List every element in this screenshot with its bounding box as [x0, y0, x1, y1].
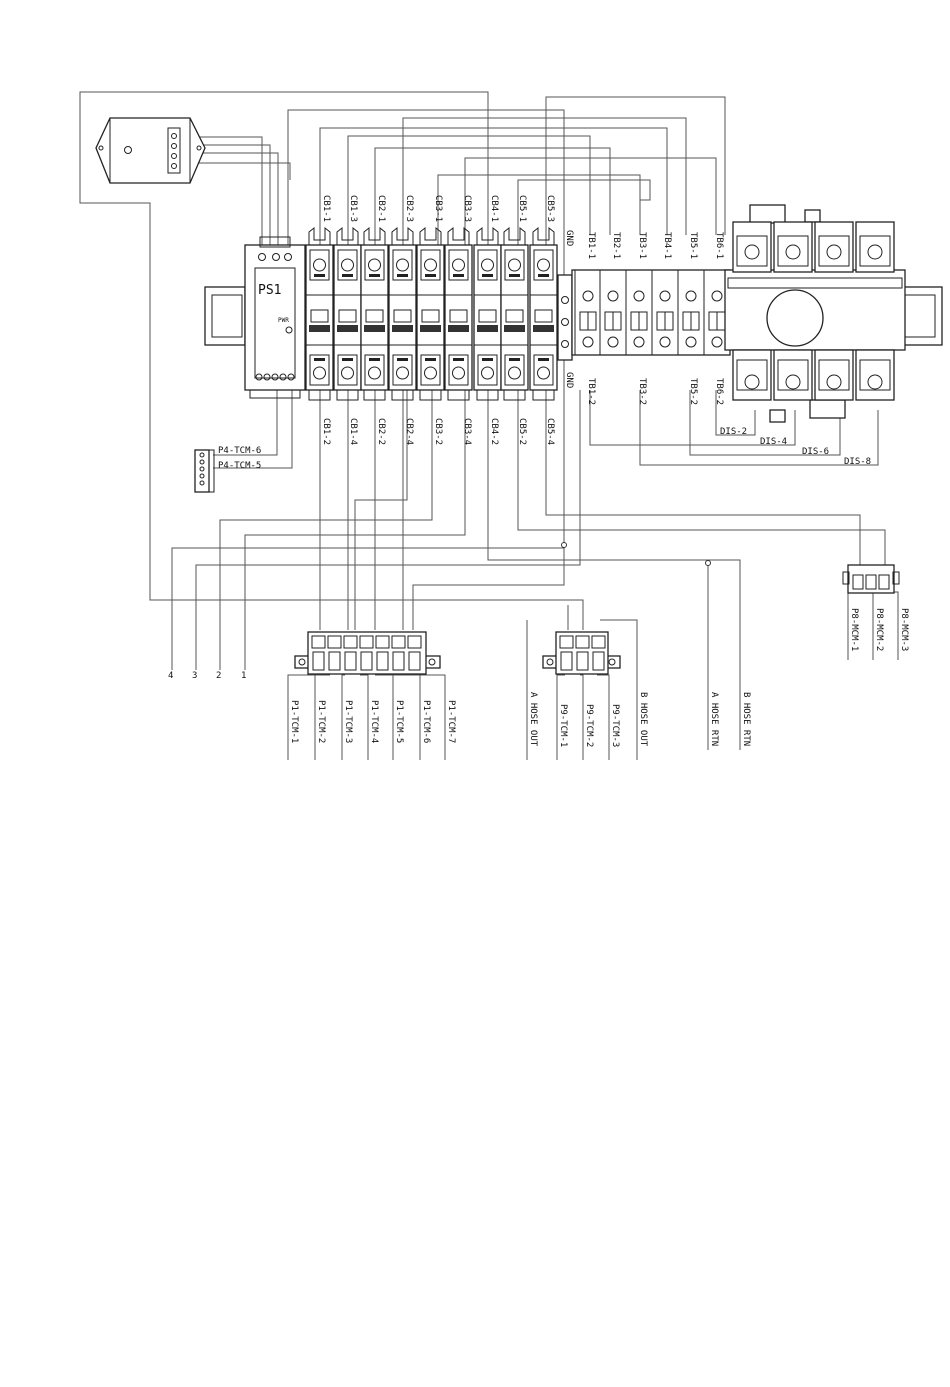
label-b-hose-rtn: B HOSE RTN [741, 692, 751, 746]
label-cb5-2: CB5-2 [517, 418, 527, 445]
label-cb4-2: CB4-2 [489, 418, 499, 445]
label-num-2: 2 [216, 671, 221, 681]
label-a-hose-out: A HOSE OUT [528, 692, 538, 747]
label-p8-mcm-1: P8-MCM-1 [849, 608, 859, 651]
label-tb5-1: TB5-1 [688, 232, 698, 259]
disconnect-pole-bottom [814, 349, 854, 401]
label-dis-6: DIS-6 [802, 447, 829, 457]
label-p1-tcm-1: P1-TCM-1 [289, 700, 299, 743]
label-cb3-4: CB3-4 [462, 418, 472, 445]
terminal-block-module [574, 270, 597, 355]
label-cb1-1: CB1-1 [321, 195, 331, 222]
label-cb5-1: CB5-1 [517, 195, 527, 222]
label-p4-tcm-6: P4-TCM-6 [218, 446, 261, 456]
label-tb1-1: TB1-1 [586, 232, 596, 259]
label-gnd-bottom: GND [564, 372, 574, 388]
label-cb2-4: CB2-4 [404, 418, 414, 445]
label-tb3-1: TB3-1 [637, 232, 647, 259]
label-b-hose-out: B HOSE OUT [638, 692, 648, 747]
din-rail [204, 286, 943, 346]
label-tb2-1: TB2-1 [611, 232, 621, 259]
label-dis-2: DIS-2 [720, 427, 747, 437]
terminal-blocks [571, 269, 731, 356]
label-tb4-1: TB4-1 [662, 232, 672, 259]
terminal-block-module [599, 270, 622, 355]
disconnect-switch [724, 204, 906, 423]
breaker-module [473, 226, 502, 401]
breaker-module [529, 226, 558, 401]
label-tb6-1: TB6-1 [714, 232, 724, 259]
disconnect-pole-bottom [855, 349, 895, 401]
breaker-module [360, 226, 389, 401]
label-dis-8: DIS-8 [844, 457, 871, 467]
label-p4-tcm-5: P4-TCM-5 [218, 461, 261, 471]
label-cb1-2: CB1-2 [321, 418, 331, 445]
label-dis-4: DIS-4 [760, 437, 787, 447]
ps1-pwr-mark: PWR [278, 317, 289, 324]
label-p1-tcm-2: P1-TCM-2 [316, 700, 326, 743]
breaker-module [444, 226, 473, 401]
label-p8-mcm-2: P8-MCM-2 [874, 608, 884, 651]
p9-connector [542, 631, 621, 675]
label-a-hose-rtn: A HOSE RTN [709, 692, 719, 746]
power-supply-ps1: PS1 PWR [244, 236, 306, 399]
label-tb5-2: TB5-2 [688, 378, 698, 405]
p4-connector [194, 449, 215, 493]
labels: CB1-1 CB1-3 CB2-1 CB2-3 CB3-1 CB3-3 CB4-… [168, 195, 909, 747]
label-cb3-1: CB3-1 [433, 195, 443, 222]
label-gnd-top: GND [564, 230, 574, 246]
label-cb3-3: CB3-3 [462, 195, 472, 222]
label-tb6-2: TB6-2 [714, 378, 724, 405]
label-p1-tcm-3: P1-TCM-3 [343, 700, 353, 743]
label-cb3-2: CB3-2 [433, 418, 443, 445]
label-num-1: 1 [241, 671, 246, 681]
terminal-block-module [625, 270, 648, 355]
label-p1-tcm-7: P1-TCM-7 [446, 700, 456, 743]
label-p9-tcm-1: P9-TCM-1 [558, 704, 568, 747]
terminal-block-module [703, 270, 726, 355]
label-num-3: 3 [192, 671, 197, 681]
label-cb2-3: CB2-3 [404, 195, 414, 222]
disconnect-pole-top [773, 221, 813, 273]
label-cb5-4: CB5-4 [545, 418, 555, 445]
label-cb1-3: CB1-3 [348, 195, 358, 222]
disconnect-pole-top [732, 221, 772, 273]
label-p9-tcm-3: P9-TCM-3 [610, 704, 620, 747]
circuit-breakers [305, 226, 558, 401]
p1-connector [294, 631, 441, 675]
p8-connector [842, 564, 900, 594]
label-p1-tcm-4: P1-TCM-4 [369, 700, 379, 743]
ground-terminal [557, 274, 573, 361]
label-num-4: 4 [168, 671, 173, 681]
label-cb1-4: CB1-4 [348, 418, 358, 445]
label-p1-tcm-5: P1-TCM-5 [394, 700, 404, 743]
terminal-block-module [677, 270, 700, 355]
label-cb5-3: CB5-3 [545, 195, 555, 222]
terminal-block-module [651, 270, 674, 355]
breaker-module [500, 226, 529, 401]
label-cb2-1: CB2-1 [376, 195, 386, 222]
disconnect-pole-top [855, 221, 895, 273]
disconnect-pole-bottom [732, 349, 772, 401]
label-tb1-2: TB1-2 [586, 378, 596, 405]
breaker-module [333, 226, 362, 401]
label-p9-tcm-2: P9-TCM-2 [584, 704, 594, 747]
breaker-module [416, 226, 445, 401]
label-cb2-2: CB2-2 [376, 418, 386, 445]
disconnect-pole-bottom [773, 349, 813, 401]
breaker-module [388, 226, 417, 401]
label-p1-tcm-6: P1-TCM-6 [421, 700, 431, 743]
ps1-label: PS1 [258, 283, 281, 298]
label-tb3-2: TB3-2 [637, 378, 647, 405]
disconnect-poles [732, 221, 895, 401]
relay-module [95, 117, 206, 184]
disconnect-pole-top [814, 221, 854, 273]
label-cb4-1: CB4-1 [489, 195, 499, 222]
label-p8-mcm-3: P8-MCM-3 [899, 608, 909, 651]
wiring [79, 91, 899, 760]
breaker-module [305, 226, 334, 401]
